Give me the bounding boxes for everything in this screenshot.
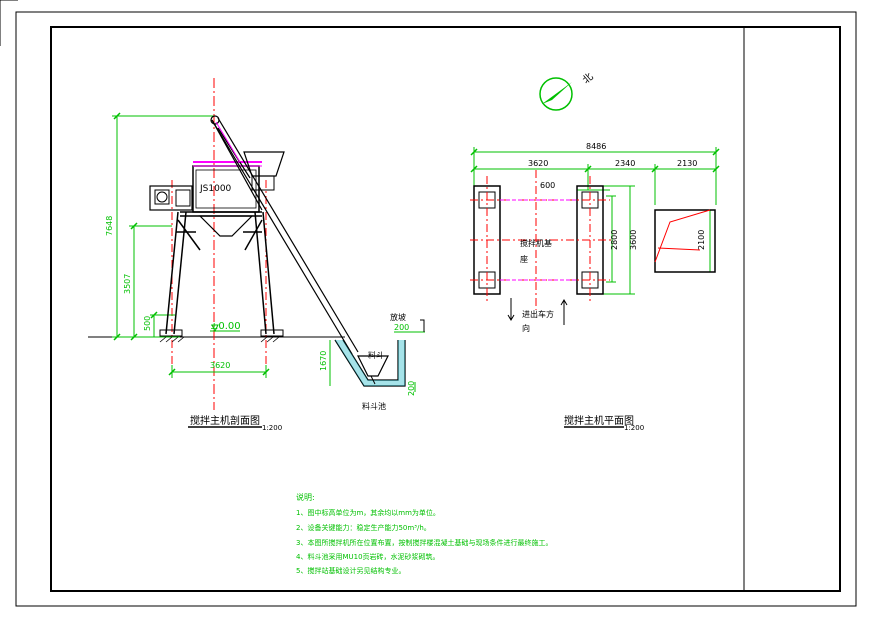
foot-left	[159, 329, 183, 337]
hopper-label: 料斗	[368, 350, 384, 360]
plan-dimension-ticks	[470, 148, 720, 173]
note-item: 3、本图所搅拌机所在位置布置，按制搅拌楼混凝土基础与现场条件进行最终施工。	[296, 538, 552, 547]
plan-dimension-lines	[473, 147, 717, 295]
foot-hatch	[159, 336, 280, 343]
side-dimension-ticks	[113, 112, 270, 376]
note-item: 5、搅拌站基础设计另见结构专业。	[296, 566, 405, 575]
dim-pit-bottom: 200	[407, 381, 416, 396]
motor-pulley	[154, 189, 170, 205]
foundation-label-2: 座	[520, 254, 528, 264]
dim-pit-wall: 200	[394, 323, 409, 332]
skip-bucket	[357, 355, 389, 377]
hopper-pit	[334, 339, 406, 387]
gearbox	[175, 189, 191, 207]
top-hopper-neck	[251, 175, 275, 191]
plan-view	[470, 147, 720, 428]
side-view-scale: 1:200	[262, 424, 282, 432]
notes-block: 说明: 1、图中标高单位为m，其余均以mm为单位。 2、设备关键能力：稳定生产能…	[296, 492, 552, 575]
dim-overall: 8486	[586, 142, 606, 151]
skip-hoist-rail	[211, 117, 359, 355]
side-view	[88, 78, 425, 428]
sheet-outer-frame	[15, 11, 857, 607]
skip-bucket-stem	[370, 375, 376, 385]
north-label: 北	[580, 71, 595, 87]
sheet-inner-frame	[50, 26, 841, 592]
motor	[149, 185, 193, 211]
dim-base: 500	[143, 316, 152, 331]
plan-magenta-lines	[500, 199, 577, 281]
dim-pit-depth: 1670	[319, 351, 328, 371]
mixer-model-label: JS1000	[199, 184, 232, 194]
note-item: 4、料斗池采用MU10页岩砖，水泥砂浆砌筑。	[296, 552, 440, 561]
foundation-label-1: 搅拌机基	[520, 238, 552, 248]
dim-600: 600	[540, 181, 555, 190]
dim-2800: 2800	[610, 230, 619, 250]
discharge-funnel	[198, 215, 254, 237]
pit-fill	[335, 340, 405, 386]
motor-pulley-wheel	[156, 191, 168, 203]
hopper-plan-axis	[657, 247, 701, 251]
side-dimension-lines	[112, 115, 425, 392]
dim-seg3: 2130	[677, 159, 697, 168]
dim-3600: 3600	[629, 230, 638, 250]
dim-seg2: 2340	[615, 159, 635, 168]
mixer-drum-inner	[195, 169, 257, 209]
direction-label-1: 进出车方	[522, 309, 554, 319]
slope-label: 放坡	[390, 312, 406, 322]
dim-total-height: 7648	[105, 216, 114, 236]
dim-seg1: 3620	[528, 159, 548, 168]
elevation-symbol	[211, 324, 219, 333]
corner-mark	[0, 0, 18, 46]
hopper-plan	[654, 209, 716, 273]
side-view-title: 搅拌主机剖面图	[190, 414, 260, 427]
mixer-support-frame	[165, 211, 275, 335]
plan-view-scale: 1:200	[624, 424, 644, 432]
note-item: 2、设备关键能力：稳定生产能力50m³/h。	[296, 523, 431, 532]
hoist-cable	[215, 121, 241, 163]
dim-width: 3620	[210, 361, 230, 370]
direction-label-2: 向	[522, 323, 530, 333]
pit-label: 料斗池	[362, 401, 386, 411]
foot-right	[260, 329, 284, 337]
top-hopper	[243, 151, 285, 177]
dim-2100: 2100	[697, 230, 706, 250]
plan-view-title: 搅拌主机平面图	[564, 414, 634, 427]
slope-marker	[420, 319, 425, 332]
elevation-label: ±0.00	[210, 321, 241, 332]
direction-arrows	[507, 298, 568, 325]
hoist-pulley	[210, 115, 220, 125]
north-arrow	[539, 77, 573, 111]
note-item: 1、图中标高单位为m，其余均以mm为单位。	[296, 508, 440, 517]
hopper-plan-ramp	[654, 209, 711, 263]
dim-leg-height: 3507	[123, 274, 132, 294]
notes-heading: 说明:	[296, 492, 315, 502]
